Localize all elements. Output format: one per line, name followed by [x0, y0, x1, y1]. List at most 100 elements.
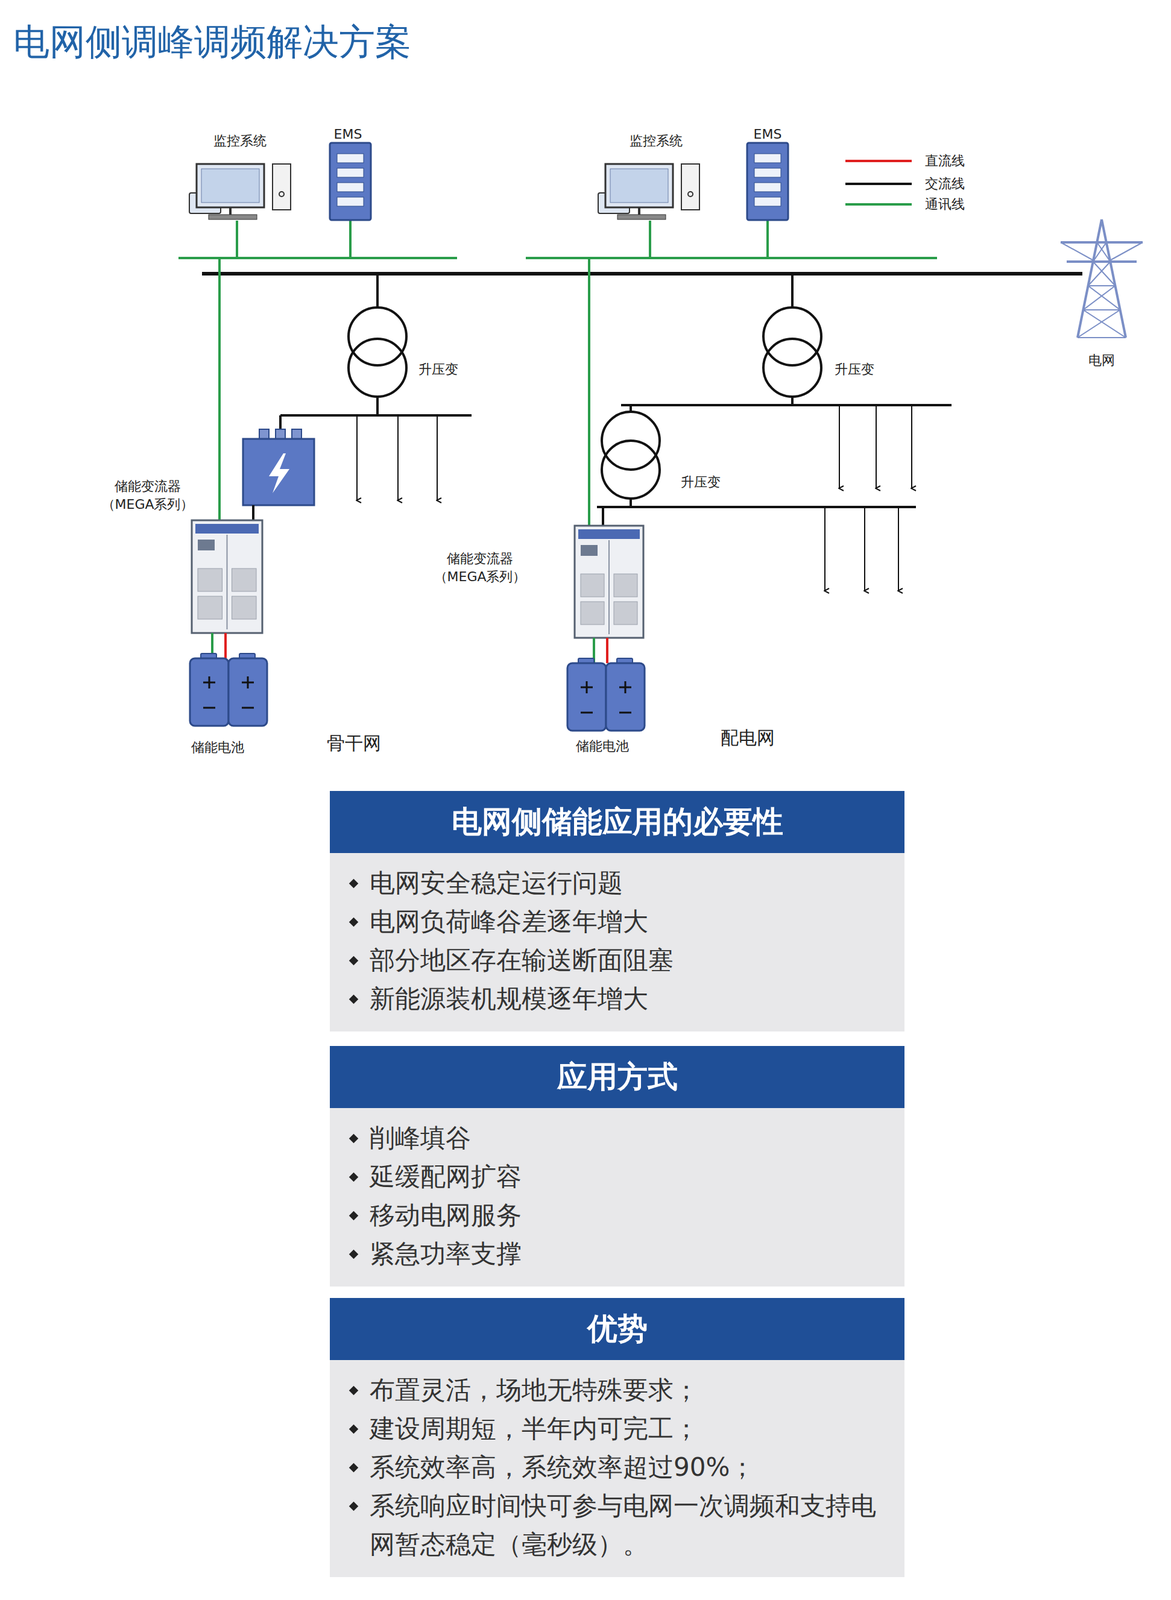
tower-brace: [1088, 285, 1116, 287]
heading-text: 电网侧储能应用的必要性: [451, 801, 784, 843]
part-label: 储能电池: [575, 737, 629, 756]
monitor-stand: [229, 207, 232, 215]
power-button: [279, 191, 285, 197]
legend-row: 交流线: [845, 173, 965, 195]
load-arrow: [897, 507, 900, 591]
part-label: 升压变: [680, 473, 721, 492]
bullet-item: 电网负荷峰谷差逐年增大: [347, 902, 893, 942]
ac-wire: [791, 396, 794, 406]
bullet-item: 紧急功率支撑: [347, 1234, 893, 1274]
bullet-text: 紧急功率支撑: [369, 1239, 522, 1269]
plus-sign: [624, 681, 627, 694]
pcs-vent: [232, 568, 257, 592]
bullet-text: 削峰填谷: [369, 1123, 471, 1153]
ems-slot: [337, 197, 364, 207]
battery-cell: [606, 663, 645, 731]
load-arrow: [838, 405, 840, 489]
ems-cabinet: [747, 142, 789, 221]
comm-wire: [587, 258, 591, 526]
bullet-item: 新能源装机规模逐年增大: [347, 979, 893, 1019]
part-label: 储能电池: [191, 738, 245, 757]
bullet-item: 削峰填谷: [347, 1119, 893, 1158]
tower-brace: [1060, 242, 1096, 262]
minus-sign: [241, 707, 254, 710]
ems-slot: [337, 153, 364, 163]
ac-wire: [279, 415, 282, 431]
battery-cell: [567, 663, 607, 731]
pcs-vent: [613, 601, 638, 625]
comm-wire: [648, 220, 652, 259]
ac-wire: [791, 273, 794, 308]
bullet-item: 系统效率高，系统效率超过90%；: [347, 1448, 893, 1487]
ac-wire: [252, 505, 255, 521]
pcs-vent: [613, 574, 638, 597]
bullet-mark: [349, 994, 359, 1005]
panel-heading: 电网侧储能应用的必要性: [329, 791, 905, 854]
bullet-item: 建设周期短，半年内可完工；: [347, 1409, 893, 1449]
bullet-text: 新能源装机规模逐年增大: [369, 984, 649, 1014]
plus-sign: [247, 676, 250, 689]
info-panel: 电网安全稳定运行问题电网负荷峰谷差逐年增大部分地区存在输送断面阻塞新能源装机规模…: [329, 791, 905, 1032]
part-label: 配电网: [720, 725, 775, 751]
ac-wire: [280, 414, 472, 417]
pcs-display: [580, 545, 598, 556]
pcs-display: [197, 539, 215, 551]
ems-slot: [754, 153, 781, 163]
panel-heading: 应用方式: [329, 1046, 905, 1109]
info-panel: 布置灵活，场地无特殊要求； 建设周期短，半年内可完工； 系统效率高，系统效率超过90…: [329, 1298, 905, 1578]
pcs-door-split: [226, 534, 228, 630]
part-label: 储能变流器（MEGA系列）: [425, 549, 535, 586]
plus-sign: [586, 681, 588, 694]
load-arrow: [356, 415, 358, 501]
pcs-vent: [580, 574, 605, 597]
battery-cell: [189, 658, 229, 726]
bullet-mark: [349, 1211, 359, 1222]
comm-wire: [349, 220, 352, 259]
ems-slot: [754, 168, 781, 178]
ac-wire: [621, 404, 952, 407]
info-panel: 削峰填谷延缓配网扩容移动电网服务紧急功率支撑 应用方式: [329, 1046, 905, 1287]
dc-wire: [224, 633, 227, 659]
bullet-mark: [349, 1463, 359, 1474]
bullet-text: 延缓配网扩容: [369, 1161, 522, 1192]
bullet-item: 布置灵活，场地无特殊要求；: [347, 1371, 893, 1410]
panel-heading: 优势: [329, 1298, 905, 1361]
legend-swatch: [845, 159, 912, 163]
monitor-display: [610, 168, 669, 203]
pcs-vent: [232, 596, 257, 620]
pc-tower: [272, 164, 291, 210]
part-label: EMS: [334, 126, 363, 142]
transformer-coil: [348, 338, 407, 397]
ac-wire: [376, 273, 379, 308]
bullet-item: 移动电网服务: [347, 1196, 893, 1235]
transformer-coil: [348, 307, 407, 366]
legend-row: 直流线: [845, 150, 965, 172]
tower-brace: [1082, 285, 1115, 310]
bullet-mark: [349, 1424, 359, 1435]
tower-brace: [1088, 285, 1121, 310]
comm-wire: [766, 220, 769, 259]
bullet-item: 系统响应时间快可参与电网一次调频和支持电网暂态稳定（毫秒级）。: [347, 1486, 893, 1565]
pcs-vent: [197, 568, 223, 592]
pcs-cabinet: [574, 525, 644, 638]
legend-text: 直流线: [924, 151, 965, 171]
lightning-symbol: [268, 453, 290, 494]
tower-brace: [1093, 261, 1111, 263]
page-title: 电网侧调峰调频解决方案: [13, 18, 412, 67]
monitor-display: [201, 168, 260, 203]
tower-arm: [1066, 260, 1137, 263]
pcs-door-split: [608, 540, 610, 635]
bullet-text: 建设周期短，半年内可完工；: [369, 1414, 699, 1444]
main-bus: [202, 271, 1083, 276]
dc-wire: [606, 637, 609, 664]
transformer-coil: [763, 338, 822, 397]
heading-text: 应用方式: [557, 1057, 678, 1098]
load-arrow: [875, 405, 877, 489]
tower-brace: [1082, 309, 1120, 311]
bullet-mark: [349, 917, 359, 928]
power-button: [688, 191, 693, 197]
comm-wire: [235, 220, 239, 259]
ac-wire: [629, 498, 632, 508]
part-label: 升压变: [834, 360, 875, 379]
ac-wire: [596, 505, 916, 509]
